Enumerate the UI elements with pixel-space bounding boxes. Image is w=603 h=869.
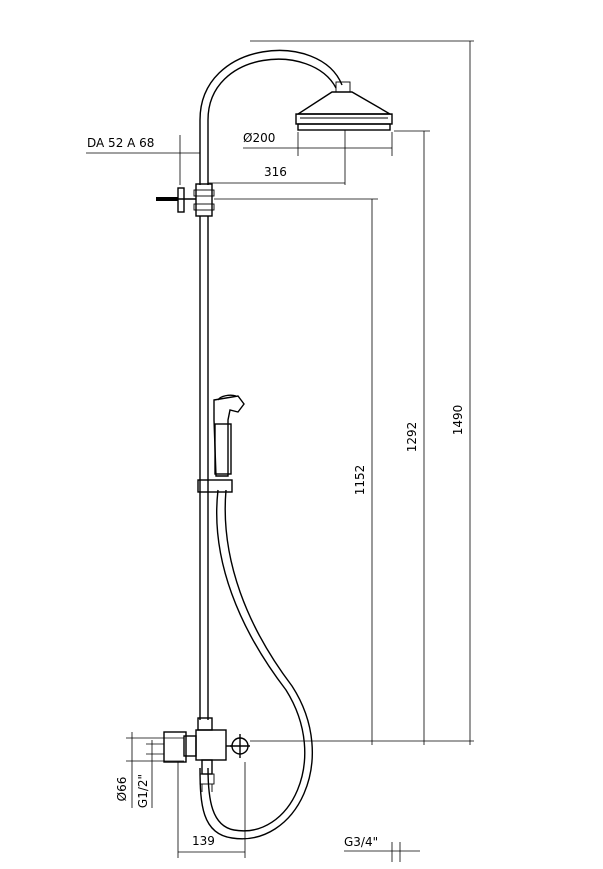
mixer-body xyxy=(163,717,250,792)
shower-column xyxy=(156,49,393,840)
upper-clamp xyxy=(156,183,215,217)
connection-label: DA 52 A 68 xyxy=(87,136,154,150)
outlet-thread-label: G3/4" xyxy=(344,835,378,849)
slide-clamp xyxy=(197,479,233,493)
dimension-lines xyxy=(86,40,474,862)
height-to-clamp-label: 1152 xyxy=(353,465,367,496)
inlet-thread-label: G1/2" xyxy=(136,774,150,808)
arm-projection-label: 316 xyxy=(264,165,287,179)
head-diameter-label: Ø200 xyxy=(243,131,275,145)
height-to-head-label: 1292 xyxy=(405,422,419,453)
mixer-diameter-label: Ø66 xyxy=(115,777,129,802)
mixer-depth-label: 139 xyxy=(192,834,215,848)
total-height-label: 1490 xyxy=(451,405,465,436)
shower-head xyxy=(295,81,393,131)
hand-shower xyxy=(213,394,245,477)
